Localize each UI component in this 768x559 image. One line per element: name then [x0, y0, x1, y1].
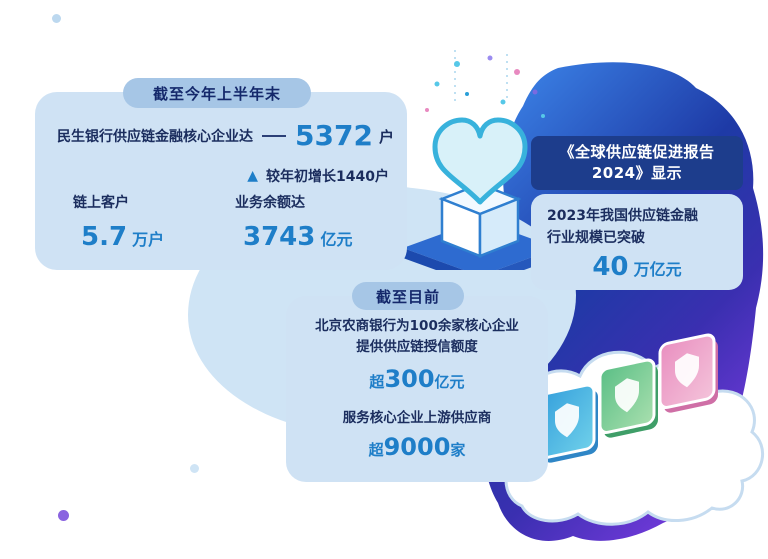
industry-scale-value: 40 [592, 252, 629, 283]
business-balance-value: 3743 [243, 222, 316, 252]
suppliers-count-row: 超9000家 [286, 435, 548, 463]
up-triangle-icon: ▲ [247, 168, 259, 184]
business-balance-value-row: 3743 亿元 [235, 224, 352, 250]
document-card-pink [658, 333, 718, 413]
core-enterprise-value: 5372 [295, 119, 373, 152]
panel-report: 2023年我国供应链金融 行业规模已突破 40 万亿元 [531, 194, 743, 290]
panel-current-badge: 截至目前 [352, 282, 464, 310]
credit-amount-value: 300 [384, 364, 435, 393]
core-enterprise-metric: 民生银行供应链金融核心企业达 5372 户 [57, 122, 397, 150]
chain-customers-label: 链上客户 [73, 195, 129, 211]
suppliers-text: 服务核心企业上游供应商 [342, 409, 492, 426]
panel-current: 北京农商银行为100余家核心企业 提供供应链授信额度 超300亿元 服务核心企业… [286, 296, 548, 482]
business-balance-metric: 业务余额达 3743 亿元 [235, 192, 352, 250]
report-badge-line2: 2024》显示 [591, 164, 683, 182]
document-card-blue [538, 383, 598, 463]
business-balance-unit: 亿元 [320, 230, 353, 249]
credit-line-text1: 北京农商银行为100余家核心企业 [315, 318, 519, 334]
chain-customers-metric: 链上客户 5.7 万户 [73, 192, 164, 250]
growth-note-text: 较年初增长1440户 [266, 169, 389, 185]
heart-ribbon [432, 117, 528, 205]
decor-dot-top-left [52, 14, 61, 23]
badge-text: 截至今年上半年末 [152, 84, 281, 103]
panel-first-half: 民生银行供应链金融核心企业达 5372 户 ▲ 较年初增长1440户 链上客户 … [35, 92, 407, 270]
suppliers-count-unit: 家 [450, 440, 466, 459]
growth-note: ▲ 较年初增长1440户 [247, 166, 389, 186]
connector-line [262, 135, 286, 137]
report-body-line1: 2023年我国供应链金融 [547, 208, 698, 224]
suppliers-count-prefix: 超 [368, 440, 384, 459]
decor-dot-bottom-left [58, 510, 69, 521]
credit-amount-row: 超300亿元 [286, 367, 548, 395]
badge-text: 截至目前 [375, 287, 440, 306]
chain-customers-value: 5.7 [81, 222, 128, 252]
gift-box-illustration [403, 50, 557, 270]
core-enterprise-unit: 户 [378, 127, 394, 146]
report-body-line2: 行业规模已突破 [547, 229, 645, 246]
core-enterprise-label: 民生银行供应链金融核心企业达 [57, 129, 253, 145]
document-card-green [598, 358, 658, 438]
report-badge-line1: 《全球供应链促进报告 [559, 143, 715, 161]
suppliers-count-value: 9000 [383, 432, 451, 461]
chain-customers-value-row: 5.7 万户 [73, 224, 164, 250]
industry-scale-unit: 万亿元 [633, 260, 682, 280]
confetti-dots [425, 55, 545, 118]
report-badge: 《全球供应链促进报告 2024》显示 [531, 136, 743, 190]
panel-first-half-badge: 截至今年上半年末 [123, 78, 311, 108]
decor-dot-center-left [190, 464, 199, 473]
credit-amount-prefix: 超 [369, 372, 385, 391]
business-balance-label: 业务余额达 [235, 195, 305, 211]
credit-line-text2: 提供供应链授信额度 [356, 338, 478, 355]
industry-scale-value-row: 40 万亿元 [531, 254, 743, 280]
chain-customers-unit: 万户 [132, 230, 165, 249]
credit-amount-unit: 亿元 [434, 372, 465, 391]
cloud-documents-illustration [484, 333, 764, 526]
